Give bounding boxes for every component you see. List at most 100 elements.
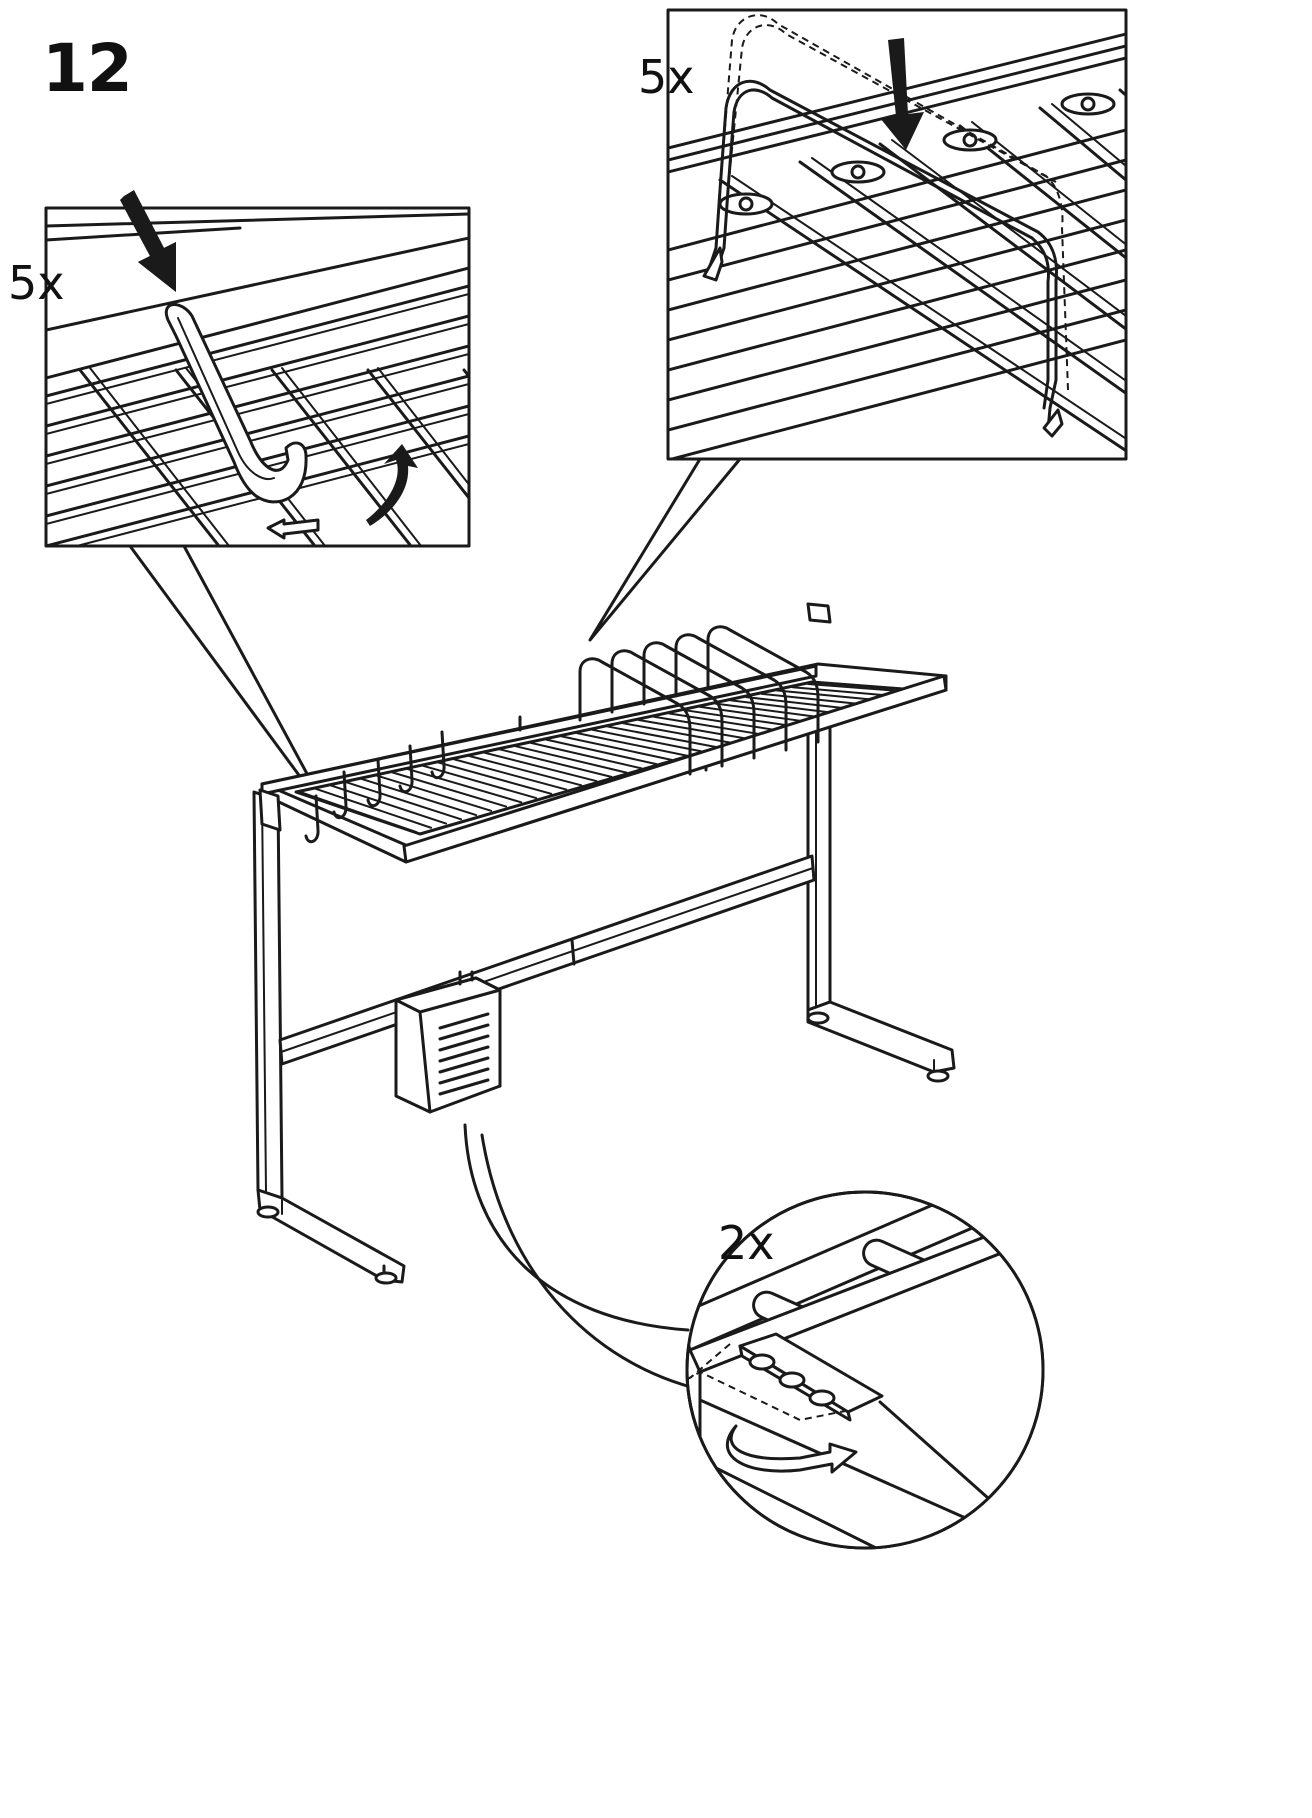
- basket-detail-callout: [685, 1190, 1045, 1550]
- tray-slat: [375, 774, 493, 812]
- plate-dividers: [578, 625, 820, 776]
- tray-slat: [637, 719, 748, 740]
- tray-slat: [545, 738, 658, 766]
- cross-wire: [462, 368, 469, 379]
- tray-slat: [299, 791, 417, 833]
- rail: [668, 128, 1126, 252]
- down-arrow-icon: [880, 38, 924, 150]
- mount-tab: [1060, 92, 1116, 116]
- cross-wire-edge: [1051, 103, 1126, 168]
- cross-wire: [366, 368, 469, 501]
- plate-divider: [642, 641, 756, 760]
- rail: [668, 278, 1126, 402]
- basket-slot: [438, 1067, 490, 1085]
- cross-wire-edge: [811, 157, 1126, 383]
- lower-crossbar: [278, 854, 816, 1066]
- divider-mount-tabs: [718, 92, 1116, 216]
- hook-detail-rails: [46, 284, 624, 560]
- hook-part: [164, 303, 308, 504]
- tray-slat: [653, 715, 763, 736]
- utensil-hook: [430, 730, 446, 780]
- rail-edge: [46, 383, 469, 495]
- tray-slat: [483, 751, 598, 783]
- tray-slat: [560, 735, 673, 761]
- rotate-arrow-icon: [366, 444, 418, 526]
- mount-tab: [942, 128, 998, 152]
- tray-slat: [591, 728, 703, 753]
- mount-hole: [738, 196, 754, 212]
- left-leg: [252, 790, 406, 1285]
- right-back-foot: [926, 1069, 950, 1083]
- cross-wire-edge: [971, 121, 1126, 246]
- plate-divider: [610, 649, 724, 768]
- rail: [668, 158, 1126, 282]
- cross-wire: [1038, 106, 1126, 183]
- rail: [46, 344, 469, 458]
- tray-slat: [314, 787, 433, 829]
- utensil-hook: [398, 744, 414, 794]
- cross-wire-edge: [89, 367, 231, 546]
- basket-quantity-label: 2x: [718, 1216, 775, 1270]
- left-front-foot: [256, 1205, 280, 1219]
- rail: [668, 308, 1126, 432]
- tray-slat: [422, 764, 538, 800]
- right-front-foot: [806, 1011, 830, 1025]
- mount-tab: [830, 160, 886, 184]
- rotate-arrow-icon: [725, 1424, 858, 1474]
- basket-slot: [438, 1045, 490, 1063]
- rail-edge: [46, 293, 469, 405]
- utensil-hook: [366, 758, 382, 808]
- left-back-foot: [374, 1271, 398, 1285]
- cross-wire: [78, 368, 221, 546]
- hook-detail-callout: [44, 190, 624, 560]
- plate-divider: [674, 633, 788, 752]
- top-tray: [258, 602, 948, 864]
- tray-slat: [714, 702, 823, 719]
- tray-slat: [622, 722, 733, 744]
- basket-slot: [438, 1056, 490, 1074]
- mount-hole: [850, 164, 866, 180]
- utensil-hooks: [304, 730, 446, 844]
- dish-rack: [252, 602, 956, 1285]
- basket-slot: [438, 1012, 490, 1030]
- divider-quantity-label: 5x: [638, 50, 695, 104]
- hook-quantity-label: 5x: [8, 256, 65, 310]
- divider-detail-callout: [666, 8, 1128, 461]
- plate-divider: [706, 625, 820, 744]
- tray-slat: [760, 692, 868, 706]
- tray-slats: [299, 683, 913, 833]
- cross-wire: [878, 142, 1126, 331]
- basket-slot: [438, 1078, 490, 1096]
- cross-wire-edge: [281, 367, 423, 546]
- tray-slat: [468, 755, 583, 787]
- tray-slat: [406, 768, 523, 804]
- cross-wire: [270, 368, 413, 546]
- rail: [668, 188, 1126, 312]
- cross-wire: [958, 124, 1126, 260]
- assembly-step-diagram: 12 5x 5x 2x: [8, 8, 1128, 1550]
- cross-wire-edge: [731, 175, 1126, 440]
- basket-slots: [438, 1012, 490, 1096]
- mount-hole: [1080, 96, 1096, 112]
- step-number: 12: [42, 30, 133, 107]
- basket-slot: [438, 1023, 490, 1041]
- right-leg: [806, 724, 956, 1083]
- tray-slat: [776, 689, 883, 702]
- tray-slat: [499, 748, 613, 778]
- tray-slat: [529, 741, 643, 770]
- tray-slat: [437, 761, 553, 795]
- tray-slat: [329, 784, 448, 825]
- tray-slat: [576, 732, 688, 757]
- tray-slat: [606, 725, 718, 749]
- utensil-basket: [394, 970, 502, 1114]
- basket-slot: [438, 1034, 490, 1052]
- cross-wire-edge: [474, 368, 624, 560]
- rail: [668, 218, 1126, 342]
- utensil-hook: [304, 794, 320, 844]
- rail: [668, 338, 1126, 459]
- illustration: [44, 8, 1128, 1550]
- slide-arrow-icon: [266, 518, 320, 540]
- utensil-hook: [332, 770, 348, 820]
- rail: [46, 284, 469, 398]
- tray-slat: [345, 781, 463, 821]
